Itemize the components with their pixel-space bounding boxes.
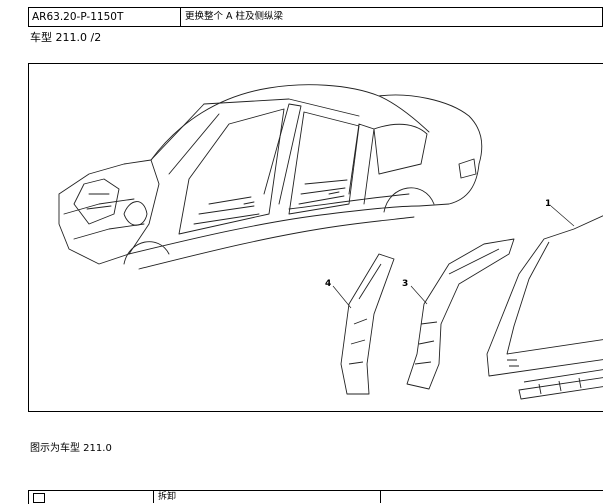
floor-detail-1	[193, 196, 260, 225]
callout-3-leader	[410, 285, 428, 305]
front-suspension-tower	[123, 201, 148, 226]
part-3-a-pillar-inner	[406, 238, 515, 390]
footer-empty-cell	[381, 491, 603, 503]
c-pillar	[348, 123, 375, 205]
callout-4: 4	[325, 279, 331, 289]
floor-detail-2	[298, 179, 348, 205]
callout-1-leader	[550, 205, 575, 227]
rear-wheel-arch	[383, 187, 435, 213]
rear-lamp	[458, 158, 477, 179]
side-moulding	[288, 193, 410, 210]
front-wheel-arch	[123, 241, 170, 265]
front-rail-right	[73, 223, 145, 240]
document-header: AR63.20-P-1150T 更换整个 A 柱及侧纵梁	[28, 7, 603, 27]
car-sill-line	[128, 205, 420, 255]
front-door-opening	[178, 108, 285, 235]
a-pillar-inner	[168, 113, 220, 175]
callout-4-leader	[332, 285, 352, 309]
callout-1: 1	[545, 199, 551, 209]
car-front-structure	[58, 159, 160, 265]
part-1-side-frame	[486, 215, 603, 400]
figure-frame: 4 3 1	[28, 63, 603, 412]
car-rear-end	[418, 163, 480, 207]
wrench-icon	[33, 493, 45, 503]
car-rear-deck	[378, 94, 483, 165]
a-pillar-left	[150, 103, 205, 161]
door-handle-front	[243, 201, 255, 205]
footer-table: 拆卸	[28, 490, 603, 504]
part-4-a-pillar	[340, 253, 395, 395]
footer-label: 拆卸	[154, 491, 381, 503]
figure-caption: 图示为车型 211.0	[30, 443, 112, 454]
document-title: 更换整个 A 柱及侧纵梁	[185, 11, 284, 22]
footer-icon-cell	[29, 491, 154, 503]
rear-window-outline	[373, 123, 428, 175]
rear-door-opening	[288, 111, 360, 215]
b-pillar	[263, 103, 302, 205]
car-lower-sill	[138, 216, 415, 270]
front-rail-left	[63, 198, 135, 215]
door-handle-rear	[328, 191, 340, 195]
document-code: AR63.20-P-1150T	[29, 8, 181, 26]
vehicle-model-line: 车型 211.0 /2	[30, 31, 102, 44]
car-roof-outline	[150, 84, 430, 161]
body-shell-illustration: 4 3 1	[58, 84, 603, 400]
engine-bay-detail	[73, 178, 120, 225]
roof-crossmember	[203, 98, 360, 117]
callout-3: 3	[402, 279, 408, 289]
